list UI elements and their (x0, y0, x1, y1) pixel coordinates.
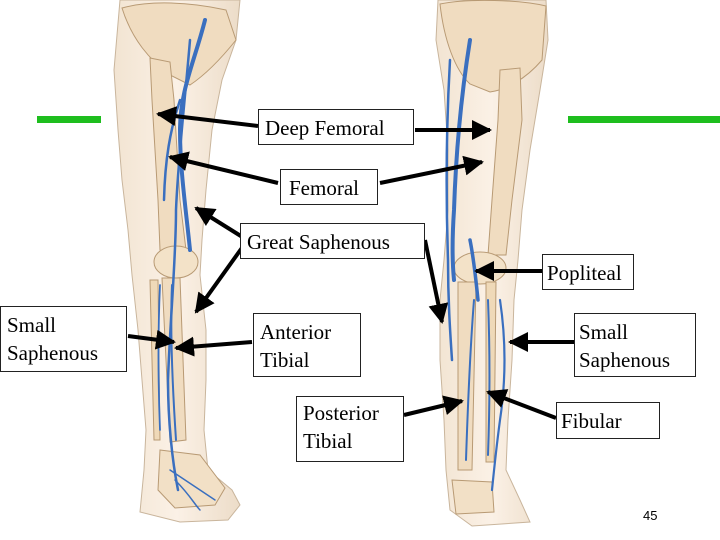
label-fibular: Fibular (556, 402, 660, 439)
label-femoral: Femoral (280, 169, 378, 205)
arrow-posterior-tibial (403, 395, 464, 417)
arrow-great-saphenous-right (423, 239, 449, 324)
left-accent-bar (37, 116, 101, 123)
anterior-leg-view (113, 0, 241, 523)
posterior-femur-bone (487, 67, 523, 256)
arrow-femoral-right (379, 155, 484, 185)
arrow-deep-femoral-left (156, 106, 259, 128)
small-saphenous-right (490, 298, 506, 492)
arrow-femoral-left (168, 151, 279, 185)
fibular-vein (487, 299, 491, 456)
posterior-knee-joint (453, 251, 507, 285)
posterior-tibial-vein (465, 299, 475, 461)
label-small-saphenous-right: Small Saphenous (574, 313, 696, 377)
small-saphenous-left (157, 284, 161, 431)
label-popliteal: Popliteal (542, 254, 634, 290)
anterior-tibial-left (170, 284, 177, 441)
posterior-leg-view (435, 0, 549, 527)
posterior-veins (445, 38, 506, 492)
femoral-vein-left (177, 18, 207, 252)
label-great-saphenous: Great Saphenous (240, 223, 425, 259)
fibula-bone (149, 279, 161, 441)
heel-bone (451, 479, 495, 515)
arrow-great-saphenous-lower (194, 243, 246, 314)
arrow-great-saphenous-upper (194, 206, 246, 240)
label-posterior-tibial: Posterior Tibial (296, 396, 404, 462)
great-saphenous-left (166, 38, 192, 492)
arrow-small-saphenous-left (127, 329, 176, 350)
label-anterior-tibial: Anterior Tibial (253, 313, 361, 377)
arrow-anterior-tibial (174, 336, 253, 357)
right-accent-bar (568, 116, 720, 123)
foot-veins-left (169, 469, 216, 511)
great-saphenous-right (445, 58, 454, 362)
pelvis-bone (121, 2, 237, 86)
label-small-saphenous-left: Small Saphenous (0, 306, 127, 372)
femoral-vein-right (450, 38, 472, 282)
label-deep-femoral: Deep Femoral (258, 109, 414, 145)
arrow-fibular (486, 389, 557, 420)
page-number: 45 (643, 508, 658, 523)
pointer-arrows (127, 106, 574, 420)
